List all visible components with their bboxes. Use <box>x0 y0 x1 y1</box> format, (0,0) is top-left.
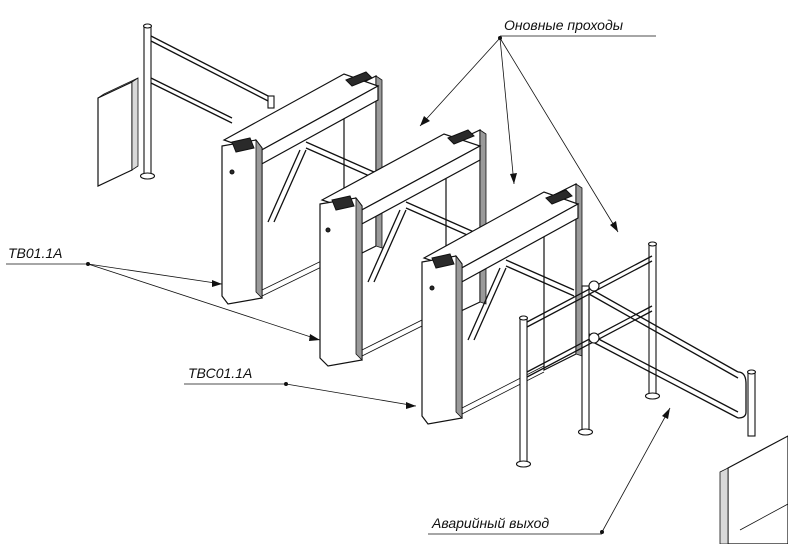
left-side-panel <box>97 77 139 187</box>
right-side-panel <box>719 435 788 544</box>
exit-railing <box>515 241 757 468</box>
rear-railing <box>139 23 275 180</box>
tbc011a-label: ТВС01.1А <box>188 365 252 381</box>
leader-lines <box>6 35 671 535</box>
tb011a-label: ТВ01.1А <box>8 245 62 261</box>
emergency-exit-label: Аварийный выход <box>431 515 549 531</box>
main-passages-label: Оновные проходы <box>504 17 624 33</box>
